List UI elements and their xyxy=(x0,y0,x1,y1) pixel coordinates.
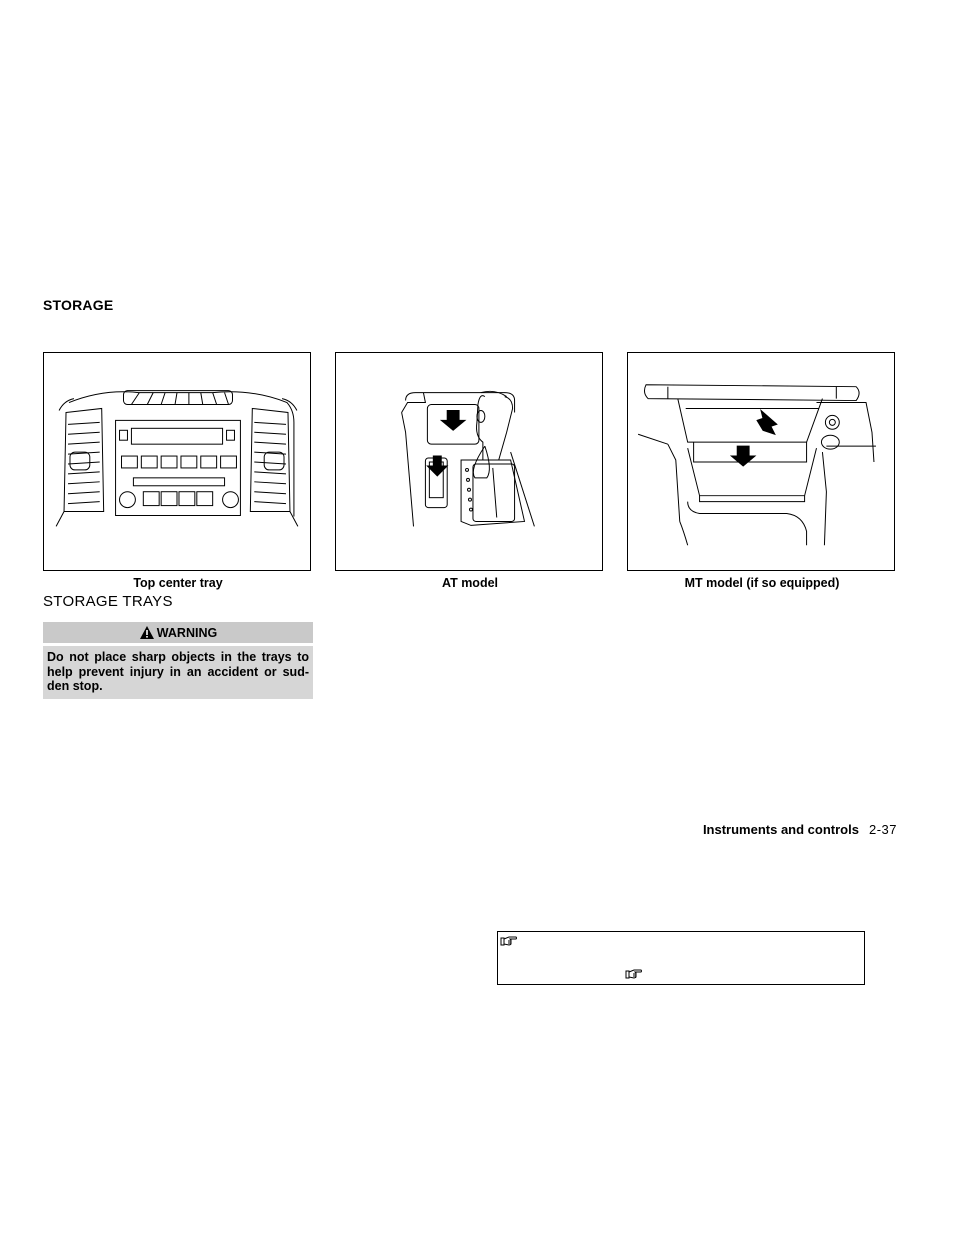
figure-caption-top-center-tray: Top center tray xyxy=(133,576,223,590)
section-title: STORAGE xyxy=(43,297,114,313)
figure-top-center-tray xyxy=(43,352,311,571)
pointing-hand-icon xyxy=(625,969,642,979)
warning-box: WARNING Do not place sharp objects in th… xyxy=(43,622,313,699)
figure-caption-mt-model: MT model (if so equipped) xyxy=(684,576,840,590)
figure-caption-at-model: AT model xyxy=(441,576,499,590)
pointing-hand-icon xyxy=(500,936,517,946)
dashboard-illustration xyxy=(55,390,299,527)
warning-label: WARNING xyxy=(156,625,218,640)
tray-illustration xyxy=(637,384,876,546)
warning-header: WARNING xyxy=(43,622,313,643)
shifter-illustration xyxy=(401,390,535,527)
footer-section-name: Instruments and controls xyxy=(702,822,859,837)
cross-reference-box xyxy=(497,931,865,985)
page-footer: Instruments and controls 2-37 xyxy=(560,822,897,837)
warning-text: Do not place sharp objects in the trays … xyxy=(43,646,313,699)
figure-mt-model xyxy=(627,352,895,571)
warning-triangle-icon xyxy=(139,626,154,639)
figure-at-model xyxy=(335,352,603,571)
page-number: 2-37 xyxy=(868,822,897,837)
subsection-title: STORAGE TRAYS xyxy=(43,593,173,610)
